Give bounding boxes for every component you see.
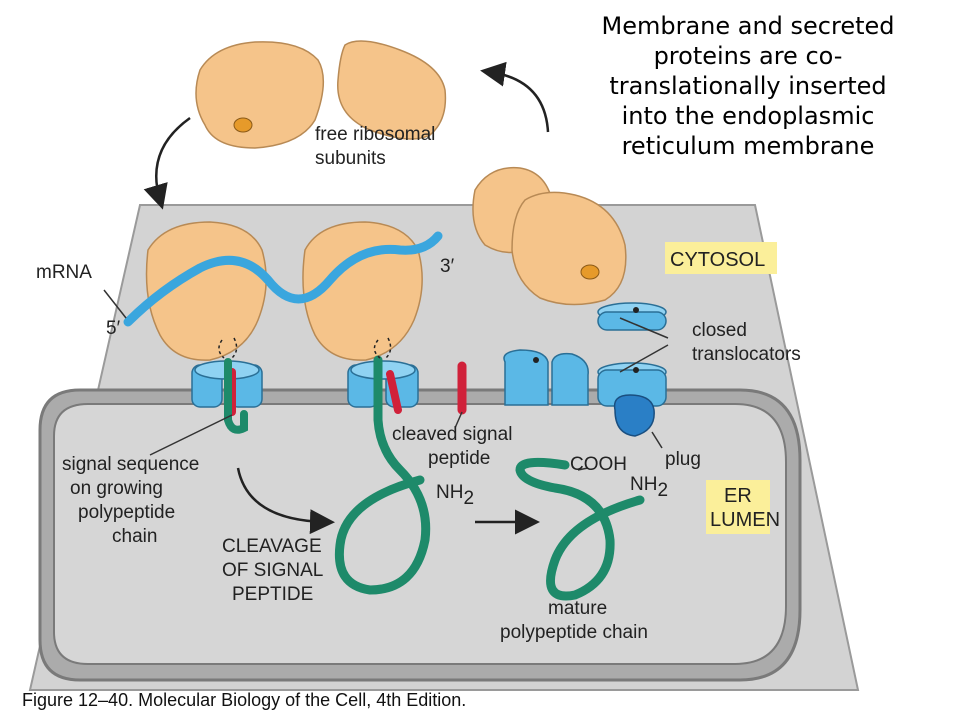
- mrna-leader: [103, 289, 127, 319]
- subscript-two: 2: [463, 488, 474, 509]
- title-line: proteins are co-: [654, 42, 843, 70]
- label-five-prime: 5′: [106, 318, 121, 339]
- nh-text: NH: [630, 474, 657, 495]
- free-ribosome-small-subunit: [337, 40, 447, 140]
- translocator-4: [597, 362, 667, 407]
- leader-line: [454, 411, 463, 429]
- slide-title: Membrane and secreted proteins are co- t…: [601, 12, 894, 160]
- nascent-chain-dashes: [218, 337, 238, 359]
- recycle-arrow-right: [480, 61, 550, 133]
- label-plug: plug: [665, 449, 701, 470]
- leader-line: [149, 414, 233, 456]
- label-cytosol: CYTOSOL: [670, 249, 765, 271]
- label-er-lumen: LUMEN: [710, 509, 780, 531]
- translocator-plug: [613, 394, 655, 437]
- er-lumen-label-box: [706, 480, 770, 534]
- ribosome-2-large: [302, 221, 423, 361]
- label-er-lumen: ER: [724, 485, 752, 507]
- figure-caption: Figure 12–40. Molecular Biology of the C…: [22, 690, 466, 710]
- label-mrna: mRNA: [36, 262, 92, 283]
- label-signal-sequence: chain: [112, 526, 157, 547]
- leader-line: [577, 467, 589, 471]
- label-closed-translocators: translocators: [692, 344, 801, 365]
- label-free-ribosomal-subunits: free ribosomal: [315, 124, 435, 145]
- cytosol-label-box: [665, 242, 777, 274]
- title-line: into the endoplasmic: [622, 102, 875, 130]
- label-three-prime: 3′: [440, 256, 455, 277]
- label-signal-sequence: on growing: [70, 478, 163, 499]
- ribosome-exit-site-icon: [580, 264, 600, 280]
- cleavage-arrow: [236, 467, 335, 535]
- polypeptide-2: [334, 355, 431, 595]
- label-signal-sequence: signal sequence: [62, 454, 199, 475]
- ribosome-exit-site-icon: [233, 117, 253, 133]
- label-free-ribosomal-subunits: subunits: [315, 148, 386, 169]
- closed-translocator-floating: [597, 302, 667, 331]
- nascent-chain-dashes: [373, 337, 392, 359]
- leader-line: [651, 431, 663, 449]
- translocator-3: [503, 349, 589, 406]
- recycle-arrow-left: [143, 116, 191, 210]
- mrna-strand: [123, 231, 443, 327]
- free-ribosome-large-subunit: [195, 41, 325, 149]
- label-cleaved-signal-peptide: peptide: [428, 448, 490, 469]
- label-cleavage: PEPTIDE: [232, 584, 313, 605]
- title-line: translationally inserted: [609, 72, 886, 100]
- mature-polypeptide: [515, 457, 645, 601]
- nh-text: NH: [436, 482, 463, 503]
- label-mature-polypeptide: mature: [548, 598, 607, 619]
- label-cleavage: CLEAVAGE: [222, 536, 322, 557]
- label-mature-polypeptide: polypeptide chain: [500, 622, 648, 643]
- label-signal-sequence: polypeptide: [78, 502, 175, 523]
- signal-sequence-2: [386, 370, 402, 414]
- label-cleavage: OF SIGNAL: [222, 560, 323, 581]
- title-line: Membrane and secreted: [601, 12, 894, 40]
- polypeptide-1: [224, 358, 248, 434]
- label-nh2-left: NH2: [436, 482, 474, 509]
- label-nh2-right: NH2: [630, 474, 668, 501]
- leader-line: [619, 317, 669, 373]
- label-closed-translocators: closed: [692, 320, 747, 341]
- label-cooh: COOH: [570, 454, 627, 475]
- title-line: reticulum membrane: [622, 132, 875, 160]
- label-cleaved-signal-peptide: cleaved signal: [392, 424, 512, 445]
- subscript-two: 2: [657, 480, 668, 501]
